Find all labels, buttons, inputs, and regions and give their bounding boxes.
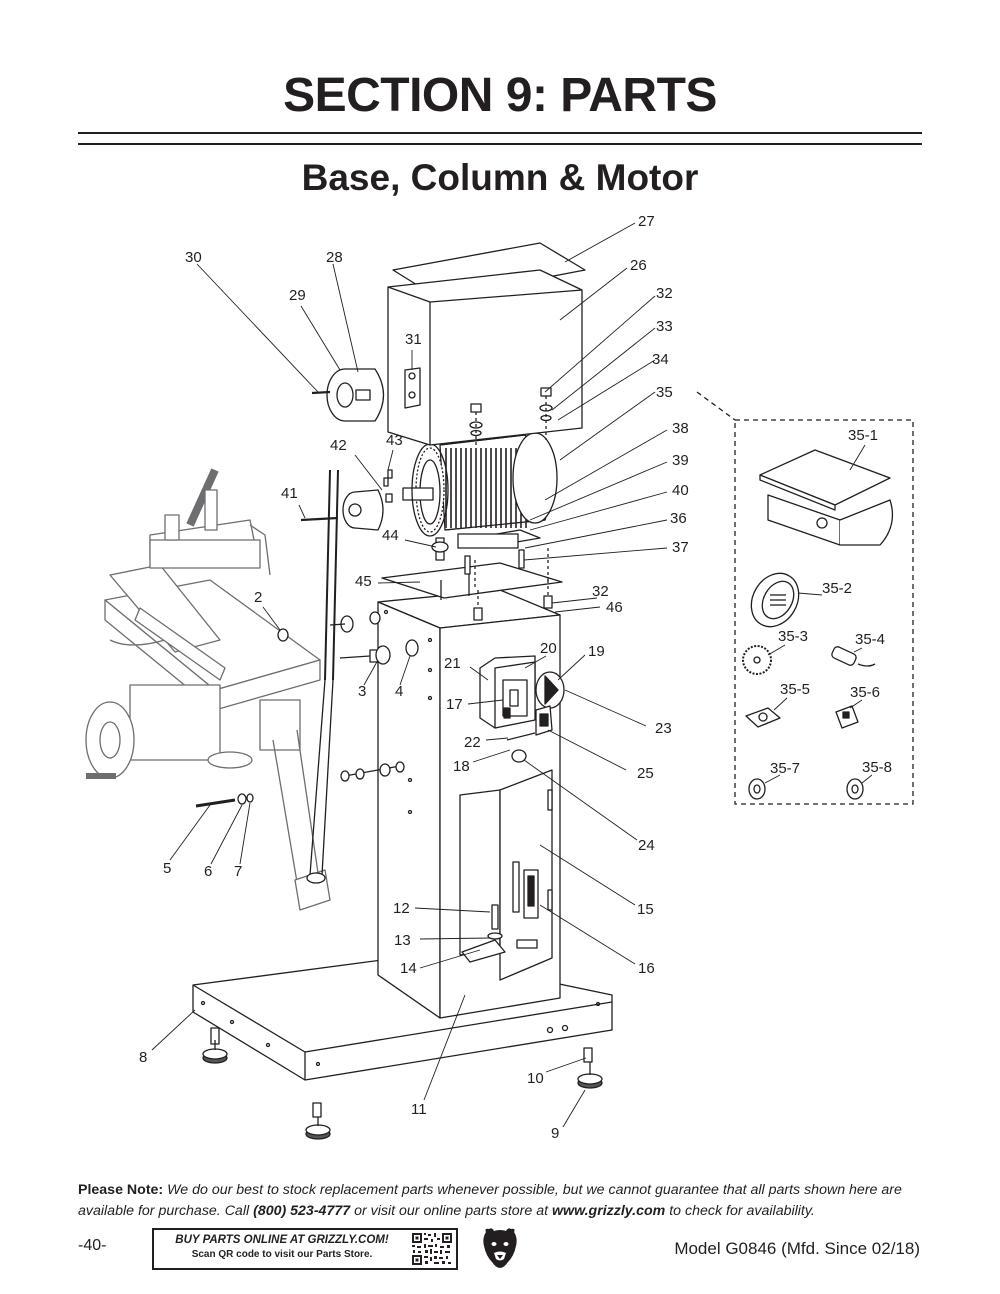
callout-13: 13	[394, 932, 411, 949]
website-link[interactable]: www.grizzly.com	[552, 1203, 666, 1219]
callout-5: 5	[163, 860, 171, 877]
callout-32-bottom: 32	[592, 583, 609, 600]
callout-29: 29	[289, 287, 306, 304]
pulley-coupling	[326, 368, 385, 422]
leveling-foot-front	[305, 1102, 331, 1140]
callout-35-2: 35-2	[822, 580, 852, 597]
callout-25: 25	[637, 765, 654, 782]
section-title: SECTION 9: PARTS	[283, 69, 717, 122]
buy-parts-subline: Scan QR code to visit our Parts Store.	[191, 1249, 373, 1260]
callout-34: 34	[652, 351, 669, 368]
callout-41: 41	[281, 485, 298, 502]
cabinet-door	[499, 769, 553, 981]
model-label: Model G0846 (Mfd. Since 02/18)	[674, 1239, 920, 1258]
leveling-foot-left	[202, 1027, 228, 1064]
callout-11: 11	[411, 1101, 427, 1118]
callout-16: 16	[638, 960, 655, 977]
switch-knob	[535, 671, 565, 709]
switch-box	[479, 655, 536, 729]
callout-35-5: 35-5	[780, 681, 810, 698]
availability-note: Please Note: We do our best to stock rep…	[78, 1180, 928, 1222]
centrifugal-switch	[745, 707, 781, 728]
callout-9: 9	[551, 1125, 559, 1142]
callout-45: 45	[355, 573, 372, 590]
callout-35-7: 35-7	[770, 760, 800, 777]
callout-labels: 27 30 28 26 29 32 33 31 34 35 35-1 38 42…	[139, 213, 892, 1142]
motor-fan-blade	[742, 645, 772, 675]
note-text-3: to check for availability.	[669, 1203, 815, 1219]
callout-36: 36	[670, 510, 687, 527]
table-assembly	[85, 468, 331, 911]
note-label: Please Note:	[78, 1182, 164, 1198]
callout-18: 18	[453, 758, 470, 775]
callout-21: 21	[444, 655, 461, 672]
callout-12: 12	[393, 900, 410, 917]
header-rule-top	[78, 132, 922, 134]
page-number: -40-	[78, 1237, 107, 1254]
callout-31: 31	[405, 331, 422, 348]
qr-code-icon[interactable]	[410, 1231, 454, 1267]
callout-10: 10	[527, 1070, 544, 1087]
callout-leaders	[151, 222, 873, 1128]
callout-17: 17	[446, 696, 463, 713]
motor	[402, 432, 558, 549]
callout-43: 43	[386, 432, 403, 449]
callout-38: 38	[672, 420, 689, 437]
callout-35-1: 35-1	[848, 427, 878, 444]
callout-44: 44	[382, 527, 399, 544]
callout-42: 42	[330, 437, 347, 454]
buy-parts-banner[interactable]: BUY PARTS ONLINE AT GRIZZLY.COM! Scan QR…	[152, 1228, 458, 1270]
callout-3: 3	[358, 683, 366, 700]
callout-35-4: 35-4	[855, 631, 885, 648]
callout-27: 27	[638, 213, 655, 230]
callout-8: 8	[139, 1049, 147, 1066]
grizzly-bear-logo-icon	[483, 1228, 517, 1268]
callout-15: 15	[637, 901, 654, 918]
capacitor	[831, 646, 876, 667]
motor-cover	[387, 242, 586, 446]
callout-22: 22	[464, 734, 481, 751]
callout-30: 30	[185, 249, 202, 266]
cover-bracket	[404, 367, 421, 409]
callout-7: 7	[234, 863, 242, 880]
callout-39: 39	[672, 452, 689, 469]
callout-14: 14	[400, 960, 417, 977]
bearing-front	[748, 778, 766, 800]
door-bracket	[461, 939, 506, 963]
callout-20: 20	[540, 640, 557, 657]
callout-33: 33	[656, 318, 673, 335]
collar-coupling	[342, 489, 384, 531]
callout-23: 23	[655, 720, 672, 737]
callout-24: 24	[638, 837, 655, 854]
callout-6: 6	[204, 863, 212, 880]
diagram-title: Base, Column & Motor	[301, 157, 699, 198]
callout-40: 40	[672, 482, 689, 499]
callout-35-8: 35-8	[862, 759, 892, 776]
callout-19: 19	[588, 643, 605, 660]
buy-parts-headline: BUY PARTS ONLINE AT GRIZZLY.COM!	[175, 1234, 389, 1246]
callout-2: 2	[254, 589, 262, 606]
callout-35-6: 35-6	[850, 684, 880, 701]
safety-key	[535, 705, 553, 736]
junction-box	[759, 449, 894, 546]
motor-detail-box	[734, 419, 914, 805]
phone-number: (800) 523-4777	[253, 1203, 351, 1219]
callout-28: 28	[326, 249, 343, 266]
note-text-1: We do our best to stock replacement part…	[78, 1182, 902, 1219]
bearing-rear	[846, 778, 864, 800]
callout-37: 37	[672, 539, 689, 556]
contact-plate	[835, 705, 859, 729]
callout-26: 26	[630, 257, 647, 274]
note-text-2: or visit our online parts store at	[354, 1203, 549, 1219]
buy-parts-text: BUY PARTS ONLINE AT GRIZZLY.COM! Scan QR…	[154, 1234, 410, 1260]
header-rule-bottom	[78, 143, 922, 145]
callout-4: 4	[395, 683, 403, 700]
callout-32-top: 32	[656, 285, 673, 302]
callout-46: 46	[606, 599, 623, 616]
fan-cover	[750, 572, 800, 628]
leveling-foot-right	[577, 1047, 603, 1089]
callout-35: 35	[656, 384, 673, 401]
callout-35-3: 35-3	[778, 628, 808, 645]
